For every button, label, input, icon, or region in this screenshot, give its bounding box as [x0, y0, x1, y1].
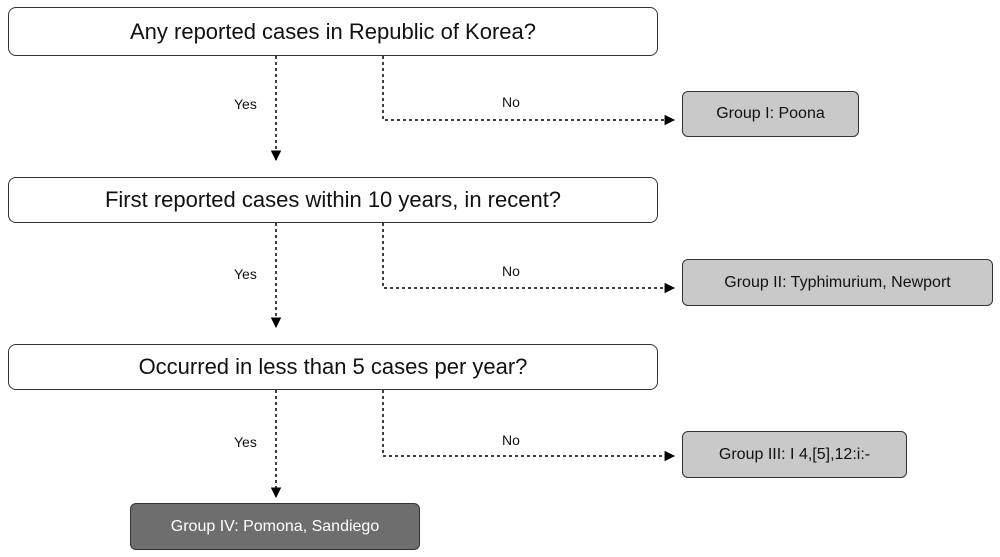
no-arrow-2: [382, 223, 676, 294]
question-frequency: Occurred in less than 5 cases per year?: [8, 344, 658, 390]
question-recent-cases: First reported cases within 10 years, in…: [8, 177, 658, 223]
no-label: No: [502, 432, 520, 448]
group-4-box: Group IV: Pomona, Sandiego: [130, 503, 420, 550]
question-text: Occurred in less than 5 cases per year?: [138, 354, 528, 379]
group-3-box: Group III: I 4,[5],12:i:-: [682, 431, 907, 478]
no-arrow-1: [382, 56, 676, 126]
question-text: Any reported cases in Republic of Korea?: [129, 18, 536, 44]
group-label: Group III: I 4,[5],12:i:-: [718, 445, 871, 463]
no-label: No: [502, 94, 520, 110]
yes-label: Yes: [234, 96, 257, 112]
yes-label: Yes: [234, 266, 257, 282]
no-arrow-3: [382, 390, 676, 462]
no-label: No: [502, 263, 520, 279]
yes-label: Yes: [234, 434, 257, 450]
question-korea-cases: Any reported cases in Republic of Korea?: [8, 7, 658, 56]
group-label: Group IV: Pomona, Sandiego: [170, 517, 380, 535]
group-label: Group II: Typhimurium, Newport: [724, 273, 951, 291]
question-text: First reported cases within 10 years, in…: [104, 187, 562, 212]
group-2-box: Group II: Typhimurium, Newport: [682, 259, 993, 306]
group-label: Group I: Poona: [716, 105, 825, 122]
group-1-box: Group I: Poona: [682, 91, 859, 137]
